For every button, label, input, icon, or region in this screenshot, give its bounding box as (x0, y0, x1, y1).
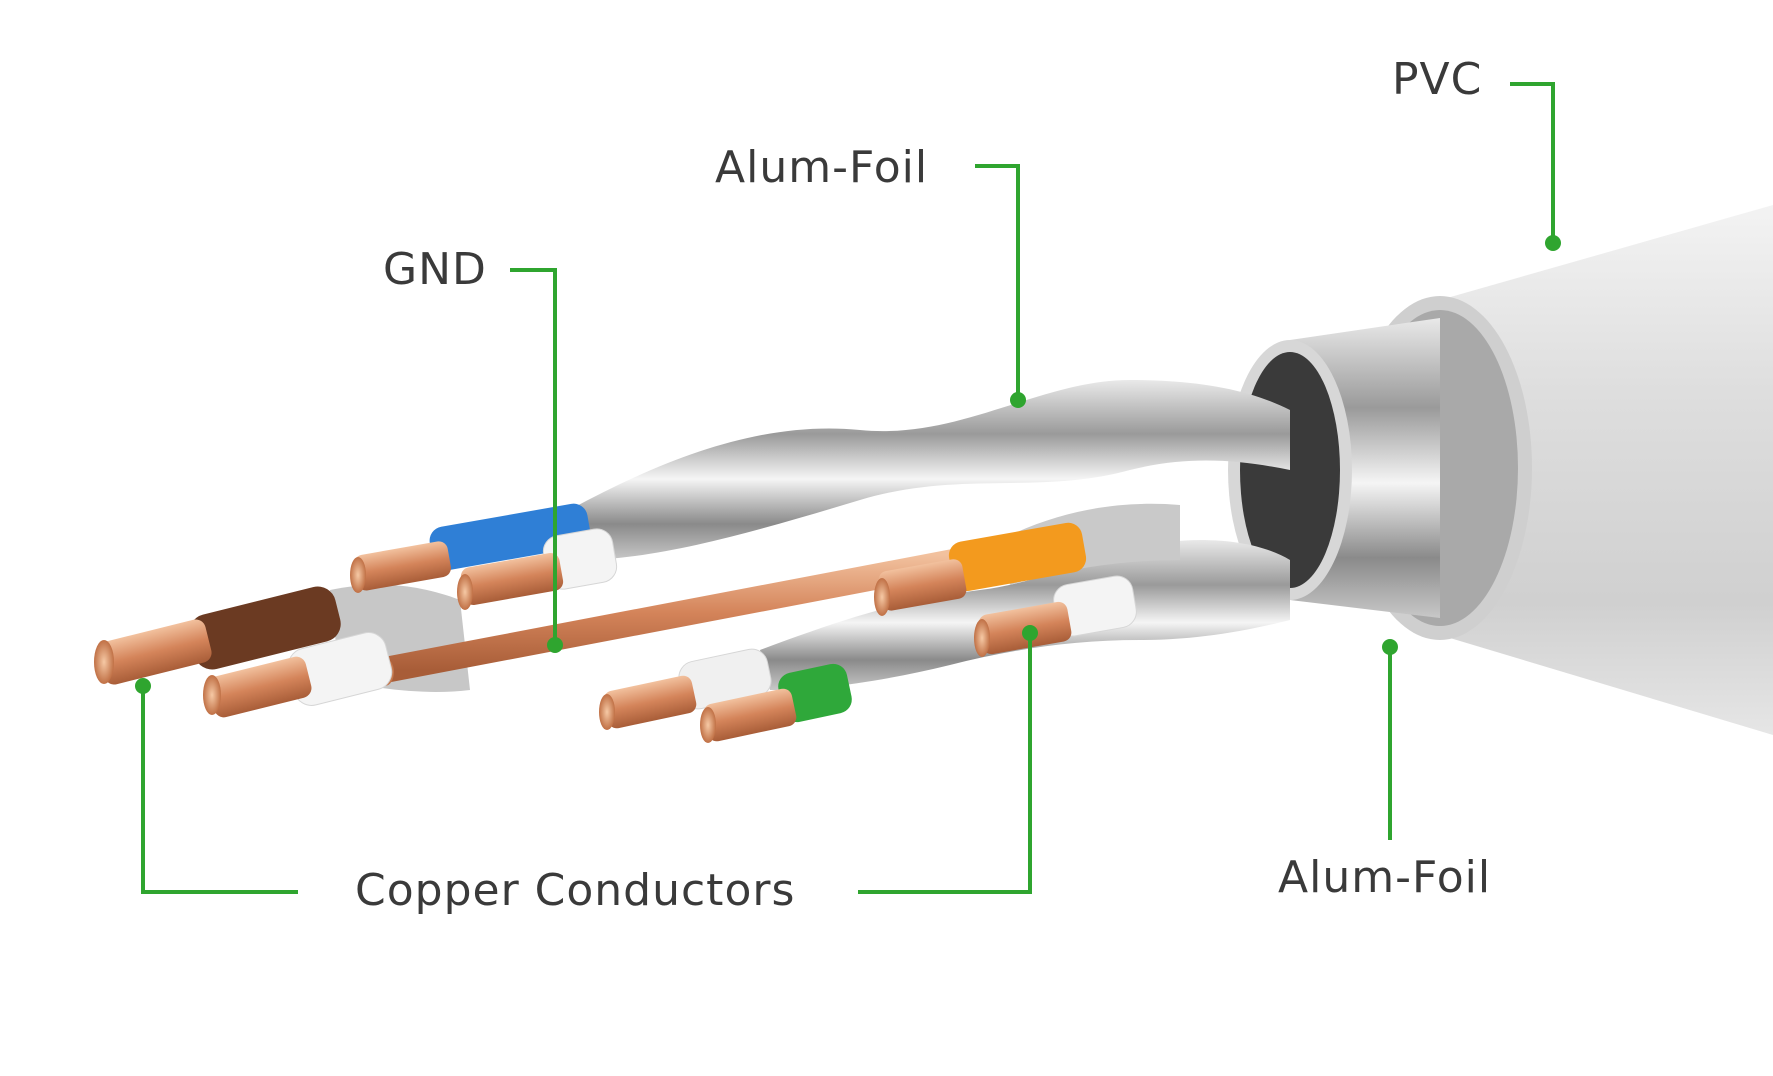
conductor-brown (94, 586, 341, 685)
leader-pvc (1510, 82, 1555, 243)
leader-alum-foil-top (975, 164, 1020, 400)
conductor-white-blue (457, 528, 618, 610)
label-alum-foil-bottom: Alum-Foil (1278, 852, 1492, 903)
label-gnd: GND (383, 244, 487, 295)
leader-dots (135, 235, 1561, 694)
conductor-green (700, 663, 852, 743)
leader-lines (141, 82, 1555, 894)
label-copper-conductors: Copper Conductors (355, 865, 796, 916)
foil-pair-upper (560, 380, 1290, 560)
leader-copper-right (858, 633, 1032, 894)
conductor-white-green (599, 648, 772, 730)
leader-gnd (510, 268, 557, 645)
conductor-white-brown (203, 632, 393, 718)
conductor-blue (350, 503, 591, 593)
label-pvc: PVC (1392, 54, 1483, 105)
leader-copper-left (141, 686, 298, 894)
label-alum-foil-top: Alum-Foil (715, 142, 929, 193)
conductor-orange (874, 522, 1087, 616)
